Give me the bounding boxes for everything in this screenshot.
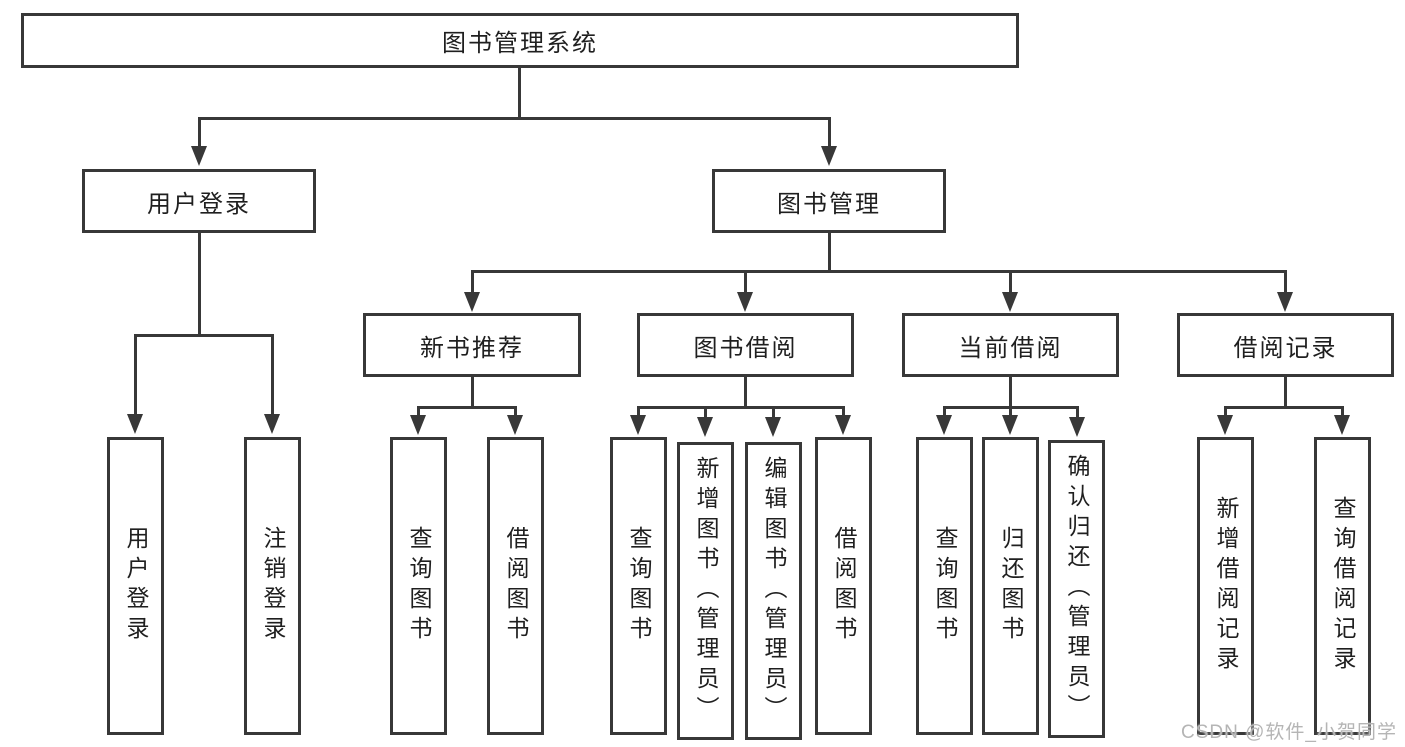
arrow-to-book-mgmt bbox=[821, 117, 837, 166]
connector-rec-stem bbox=[471, 377, 474, 406]
arrow-to-new-book-rec bbox=[464, 270, 480, 312]
connector-book-stem bbox=[828, 233, 831, 270]
leaf-label: 查询图书 bbox=[626, 526, 652, 646]
node-user-login: 用户登录 bbox=[82, 169, 316, 233]
leaf-query-books-current: 查询图书 bbox=[916, 437, 973, 735]
leaf-borrow-books-borrow: 借阅图书 bbox=[815, 437, 872, 735]
arrow-to-borrow-books-rec bbox=[507, 406, 523, 435]
connector-records-stem bbox=[1284, 377, 1287, 406]
arrowhead-icon bbox=[507, 415, 523, 435]
leaf-logout: 注销登录 bbox=[244, 437, 301, 735]
arrowhead-icon bbox=[410, 415, 426, 435]
connector-borrow-rail bbox=[637, 406, 845, 409]
connector-level1-rail bbox=[198, 117, 831, 120]
arrowhead-icon bbox=[1069, 417, 1085, 437]
arrow-to-return-books bbox=[1002, 406, 1018, 435]
leaf-add-books-admin: 新增图书（管理员） bbox=[677, 442, 734, 740]
arrow-to-query-books-rec bbox=[410, 406, 426, 435]
node-current-borrowing: 当前借阅 bbox=[902, 313, 1119, 377]
leaf-query-books-borrow: 查询图书 bbox=[610, 437, 667, 735]
node-book-management: 图书管理 bbox=[712, 169, 946, 233]
leaf-label: 编辑图书（管理员） bbox=[761, 456, 787, 726]
arrowhead-icon bbox=[697, 417, 713, 437]
leaf-label: 归还图书 bbox=[998, 526, 1024, 646]
node-borrowing-records: 借阅记录 bbox=[1177, 313, 1394, 377]
arrowhead-icon bbox=[1002, 292, 1018, 312]
leaf-label: 用户登录 bbox=[123, 526, 149, 646]
leaf-label: 新增图书（管理员） bbox=[693, 456, 719, 726]
leaf-label: 新增借阅记录 bbox=[1213, 496, 1239, 676]
arrowhead-icon bbox=[835, 415, 851, 435]
connector-records-rail bbox=[1224, 406, 1344, 409]
arrow-to-leaf-logout bbox=[264, 334, 280, 434]
arrowhead-icon bbox=[1002, 415, 1018, 435]
leaf-label: 借阅图书 bbox=[831, 526, 857, 646]
leaf-add-borrow-record: 新增借阅记录 bbox=[1197, 437, 1254, 735]
arrowhead-icon bbox=[737, 292, 753, 312]
arrow-to-confirm-return-admin bbox=[1069, 406, 1085, 437]
arrow-to-book-borrow bbox=[737, 270, 753, 312]
csdn-watermark: CSDN @软件_小贺同学 bbox=[1181, 722, 1397, 743]
leaf-confirm-return-admin: 确认归还（管理员） bbox=[1048, 440, 1105, 738]
arrow-to-edit-books-admin bbox=[765, 406, 781, 437]
leaf-user-login: 用户登录 bbox=[107, 437, 164, 735]
leaf-edit-books-admin: 编辑图书（管理员） bbox=[745, 442, 802, 740]
arrow-to-add-borrow-record bbox=[1217, 406, 1233, 435]
connector-borrow-stem bbox=[744, 377, 747, 406]
leaf-label: 借阅图书 bbox=[503, 526, 529, 646]
leaf-label: 查询图书 bbox=[932, 526, 958, 646]
arrow-to-borrow-records bbox=[1277, 270, 1293, 312]
arrowhead-icon bbox=[264, 414, 280, 434]
leaf-label: 查询借阅记录 bbox=[1330, 496, 1356, 676]
connector-user-rail bbox=[134, 334, 274, 337]
arrowhead-icon bbox=[1217, 415, 1233, 435]
connector-root-stem bbox=[518, 68, 521, 117]
leaf-query-books-rec: 查询图书 bbox=[390, 437, 447, 735]
leaf-label: 查询图书 bbox=[406, 526, 432, 646]
connector-current-stem bbox=[1009, 377, 1012, 406]
arrow-to-add-books-admin bbox=[697, 406, 713, 437]
node-book-borrowing: 图书借阅 bbox=[637, 313, 854, 377]
arrow-to-query-books-borrow bbox=[630, 406, 646, 435]
arrowhead-icon bbox=[821, 146, 837, 166]
leaf-borrow-books-rec: 借阅图书 bbox=[487, 437, 544, 735]
connector-level2-rail bbox=[471, 270, 1287, 273]
arrow-to-query-borrow-record bbox=[1334, 406, 1350, 435]
node-library-system: 图书管理系统 bbox=[21, 13, 1019, 68]
node-new-book-recommend: 新书推荐 bbox=[363, 313, 581, 377]
arrow-to-leaf-user-login bbox=[127, 334, 143, 434]
arrow-to-current-borrow bbox=[1002, 270, 1018, 312]
arrow-to-user-login bbox=[191, 117, 207, 166]
connector-rec-rail bbox=[417, 406, 516, 409]
arrowhead-icon bbox=[127, 414, 143, 434]
arrow-to-query-books-current bbox=[936, 406, 952, 435]
connector-user-stem bbox=[198, 233, 201, 334]
leaf-label: 注销登录 bbox=[260, 526, 286, 646]
leaf-label: 确认归还（管理员） bbox=[1064, 454, 1090, 724]
arrowhead-icon bbox=[630, 415, 646, 435]
arrowhead-icon bbox=[936, 415, 952, 435]
leaf-return-books: 归还图书 bbox=[982, 437, 1039, 735]
arrowhead-icon bbox=[1334, 415, 1350, 435]
arrowhead-icon bbox=[191, 146, 207, 166]
arrow-to-borrow-books-borrow bbox=[835, 406, 851, 435]
arrowhead-icon bbox=[464, 292, 480, 312]
arrowhead-icon bbox=[1277, 292, 1293, 312]
arrowhead-icon bbox=[765, 417, 781, 437]
leaf-query-borrow-record: 查询借阅记录 bbox=[1314, 437, 1371, 735]
